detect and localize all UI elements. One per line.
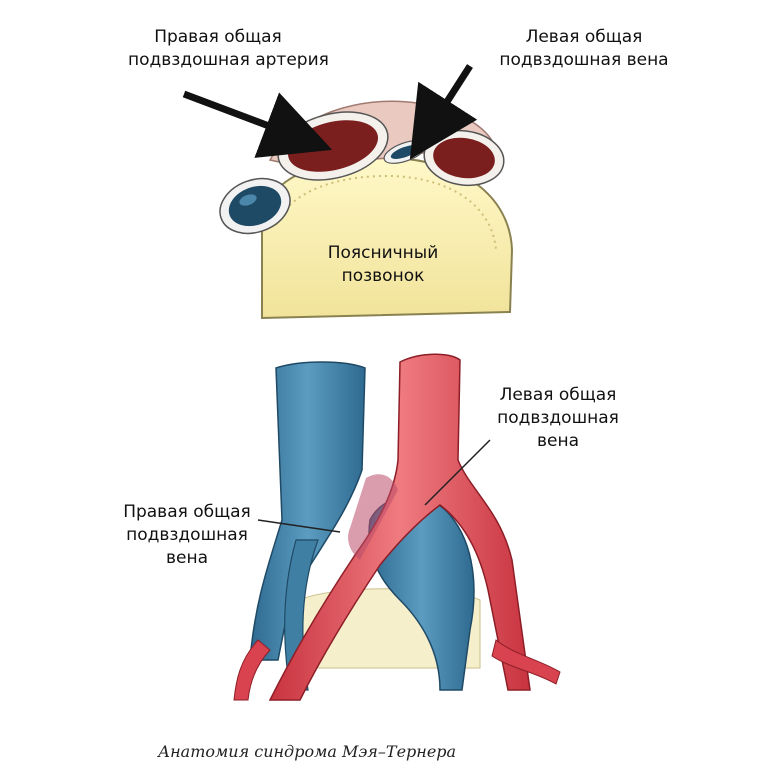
- leader-right-vein: [257, 519, 341, 533]
- leader-left-vein: [424, 439, 491, 506]
- vessels-illustration: [233, 353, 561, 701]
- label-lumbar-vertebra: Поясничный позвонок: [327, 243, 439, 286]
- arrow-to-left-vein: [409, 64, 478, 160]
- aorta: [268, 353, 531, 701]
- label-left-common-iliac-vein-top: Левая общая подвздошная вена: [499, 27, 669, 70]
- figure-caption: Анатомия синдрома Мэя–Тернера: [158, 742, 457, 761]
- right-iliac-vein-section: [219, 177, 291, 235]
- label-left-common-iliac-vein-bottom: Левая общая подвздошная вена: [497, 385, 619, 451]
- label-right-common-iliac-vein: Правая общая подвздошная вена: [123, 502, 251, 568]
- vertebra-cross-section: [182, 64, 514, 320]
- arrow-to-right-artery: [182, 90, 333, 158]
- label-right-common-iliac-artery: Правая общая подвздошная артерия: [128, 27, 329, 70]
- compression-zone: [348, 474, 398, 560]
- inferior-vena-cava: [249, 361, 366, 661]
